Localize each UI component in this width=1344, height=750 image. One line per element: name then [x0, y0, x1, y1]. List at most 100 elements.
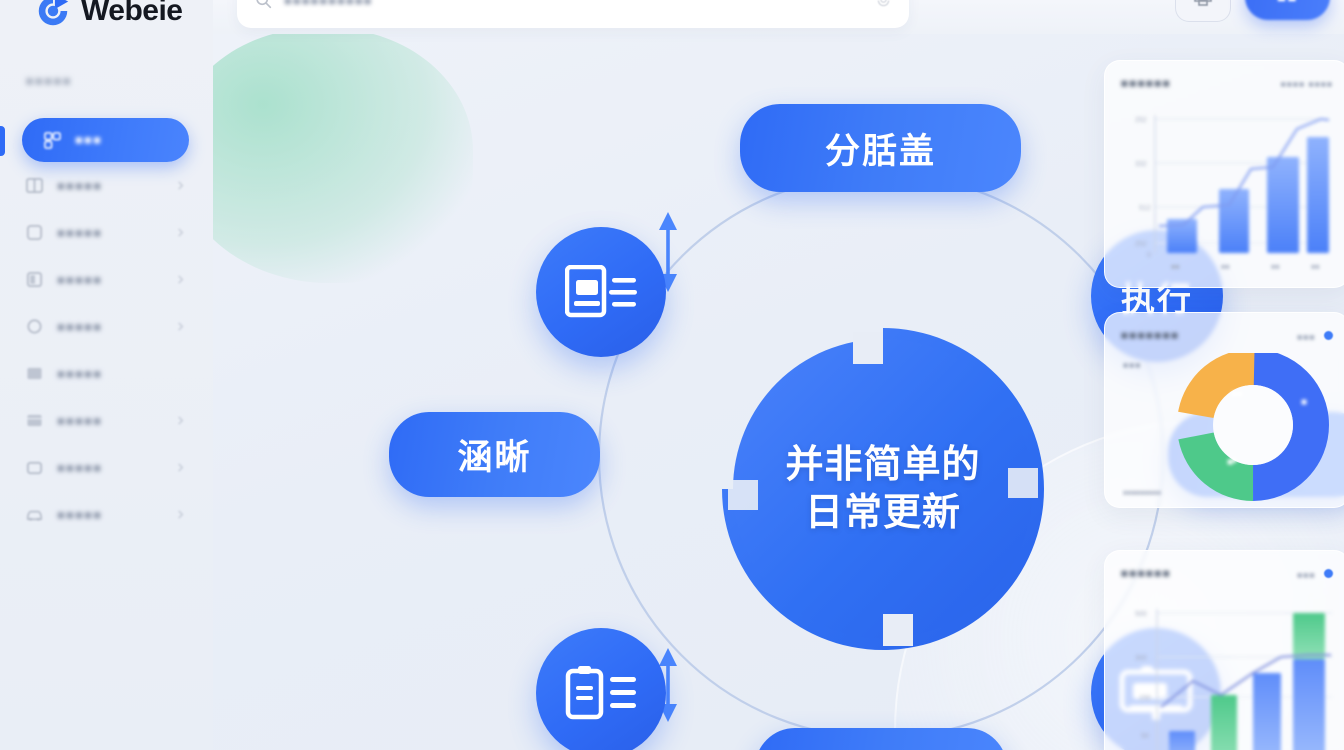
active-indicator	[0, 126, 5, 156]
svg-text:■■: ■■	[1311, 264, 1319, 271]
sidebar-item-3[interactable]: ■■■■■	[0, 256, 213, 303]
print-button[interactable]	[1174, 0, 1231, 22]
card-header: ■■■■■■■ ■■■	[1121, 327, 1333, 345]
card-title: ■■■■■■■	[1121, 330, 1180, 342]
sidebar-item-6-label: ■■■■■	[57, 413, 103, 428]
sidebar-item-1[interactable]: ■■■■■	[0, 162, 213, 209]
sidebar-item-5-label: ■■■■■	[57, 366, 103, 381]
donut-chart: ■ ■ ■■ ■ ■■■■■■■■■	[1123, 349, 1329, 501]
bar-line-chart: 252 332 512 252 0 ■■ ■■ ■■ ■■	[1135, 115, 1330, 271]
sidebar-item-4-label: ■■■■■	[57, 319, 103, 334]
chart-card-bar-line[interactable]: ■■■■■■ ■■■■ ■■■■ 2	[1104, 60, 1344, 288]
sidebar-item-3-label: ■■■■■	[57, 272, 103, 287]
mic-icon[interactable]	[876, 0, 891, 9]
svg-text:■: ■	[1227, 457, 1233, 468]
card-body: 500 300 150 50	[1121, 591, 1333, 750]
chevron-right-icon	[178, 463, 184, 472]
sidebar-section-label: ■■■■■	[26, 74, 73, 88]
sidebar-item-0[interactable]: ■■■	[22, 118, 189, 162]
node-bottom-pill[interactable]	[755, 728, 1007, 750]
hub-label: 并非简单的 日常更新	[722, 328, 1044, 650]
chart-card-donut[interactable]: ■■■■■■■ ■■■ ■■■ ■ ■	[1104, 312, 1344, 508]
card-legend: ■■■	[1297, 327, 1333, 345]
chevron-right-icon	[178, 322, 184, 331]
node-top-pill[interactable]: 分䏦盖	[740, 104, 1021, 192]
circular-arrow-logo-icon	[38, 0, 69, 26]
node-bottom-left-circle[interactable]	[536, 628, 666, 750]
svg-text:332: 332	[1135, 161, 1147, 168]
layout-icon	[27, 272, 42, 287]
primary-action-button[interactable]: ■■	[1244, 0, 1330, 20]
svg-text:150: 150	[1139, 695, 1151, 702]
chart-card-mixed[interactable]: ■■■■■■ ■■■	[1104, 550, 1344, 750]
chevron-right-icon	[178, 181, 184, 190]
node-top-left-circle[interactable]	[536, 227, 666, 357]
chevron-right-icon	[178, 510, 184, 519]
diagram-canvas: 并非简单的 日常更新 分䏦盖 涵晰 优化 执行	[213, 34, 1344, 750]
svg-text:■■: ■■	[1271, 264, 1279, 271]
node-top-label: 分䏦盖	[824, 131, 936, 172]
sidebar-item-2-label: ■■■■■	[57, 225, 103, 240]
sidebar-item-1-label: ■■■■■	[57, 178, 103, 193]
svg-text:50: 50	[1141, 733, 1149, 740]
card-body: 252 332 512 252 0 ■■ ■■ ■■ ■■	[1121, 101, 1333, 286]
hub-ring-shape	[722, 328, 1044, 650]
sidebar-item-0-label: ■■■	[75, 133, 103, 147]
window-icon	[27, 367, 42, 380]
svg-text:500: 500	[1135, 611, 1147, 618]
svg-text:■■: ■■	[1231, 389, 1243, 400]
card-title: ■■■■■■	[1121, 568, 1172, 580]
svg-text:■: ■	[1301, 397, 1307, 408]
card-meta: ■■■	[1297, 570, 1316, 580]
sidebar-item-8-label: ■■■■■	[57, 507, 103, 522]
legend-dot-icon	[1324, 569, 1333, 578]
svg-text:252: 252	[1135, 117, 1147, 124]
search-icon	[256, 0, 272, 8]
columns-icon	[26, 178, 43, 193]
svg-text:■: ■	[1231, 455, 1237, 466]
grid-icon	[44, 131, 61, 149]
svg-text:■■■■■■■■■: ■■■■■■■■■	[1123, 490, 1161, 497]
brand[interactable]: Webeie	[34, 0, 183, 30]
sidebar-item-2[interactable]: ■■■■■	[0, 209, 213, 256]
svg-text:300: 300	[1135, 655, 1147, 662]
card-meta: ■■■	[1297, 332, 1316, 342]
chevron-right-icon	[178, 416, 184, 425]
sidebar-item-6[interactable]: ■■■■■	[0, 397, 213, 444]
node-left-pill[interactable]: 涵晰	[389, 412, 600, 497]
square-icon	[27, 225, 42, 240]
panel-icon	[27, 414, 42, 427]
search-placeholder: ■■■■■■■■■■	[284, 0, 373, 8]
sidebar-item-7-label: ■■■■■	[57, 460, 103, 475]
green-blob-decoration	[213, 34, 473, 283]
topbar-actions: ■■	[1174, 0, 1330, 22]
diagram-hub[interactable]: 并非简单的 日常更新	[722, 328, 1044, 650]
card-meta: ■■■■ ■■■■	[1280, 78, 1333, 89]
legend-dot-icon	[1324, 331, 1333, 340]
node-left-label: 涵晰	[457, 438, 532, 478]
sidebar-item-4[interactable]: ■■■■■	[0, 303, 213, 350]
card-header: ■■■■■■ ■■■	[1121, 565, 1333, 583]
svg-text:512: 512	[1139, 205, 1151, 212]
card-header: ■■■■■■ ■■■■ ■■■■	[1121, 75, 1333, 93]
print-icon	[1194, 0, 1212, 6]
chevron-right-icon	[178, 228, 184, 237]
mixed-bar-line-chart: 500 300 150 50	[1135, 609, 1333, 750]
svg-text:0: 0	[1147, 252, 1151, 259]
folder-icon	[27, 461, 42, 474]
svg-text:■■: ■■	[1171, 264, 1179, 271]
brand-name: Webeie	[81, 0, 183, 27]
hub-label-line1: 并非简单的	[785, 442, 981, 487]
search-input[interactable]: ■■■■■■■■■■	[237, 0, 909, 28]
card-body: ■■■ ■ ■ ■■ ■ ■■■■■■■■■	[1121, 349, 1333, 508]
primary-action-label: ■■	[1277, 0, 1298, 6]
sidebar-item-5[interactable]: ■■■■■	[0, 350, 213, 397]
chevron-right-icon	[178, 275, 184, 284]
top-bar: ■■■■■■■■■■ ■■	[213, 0, 1344, 34]
svg-text:■■: ■■	[1221, 264, 1229, 271]
circle-icon	[27, 319, 42, 334]
sidebar-item-8[interactable]: ■■■■■	[0, 491, 213, 538]
sidebar-item-7[interactable]: ■■■■■	[0, 444, 213, 491]
svg-text:252: 252	[1135, 241, 1147, 248]
